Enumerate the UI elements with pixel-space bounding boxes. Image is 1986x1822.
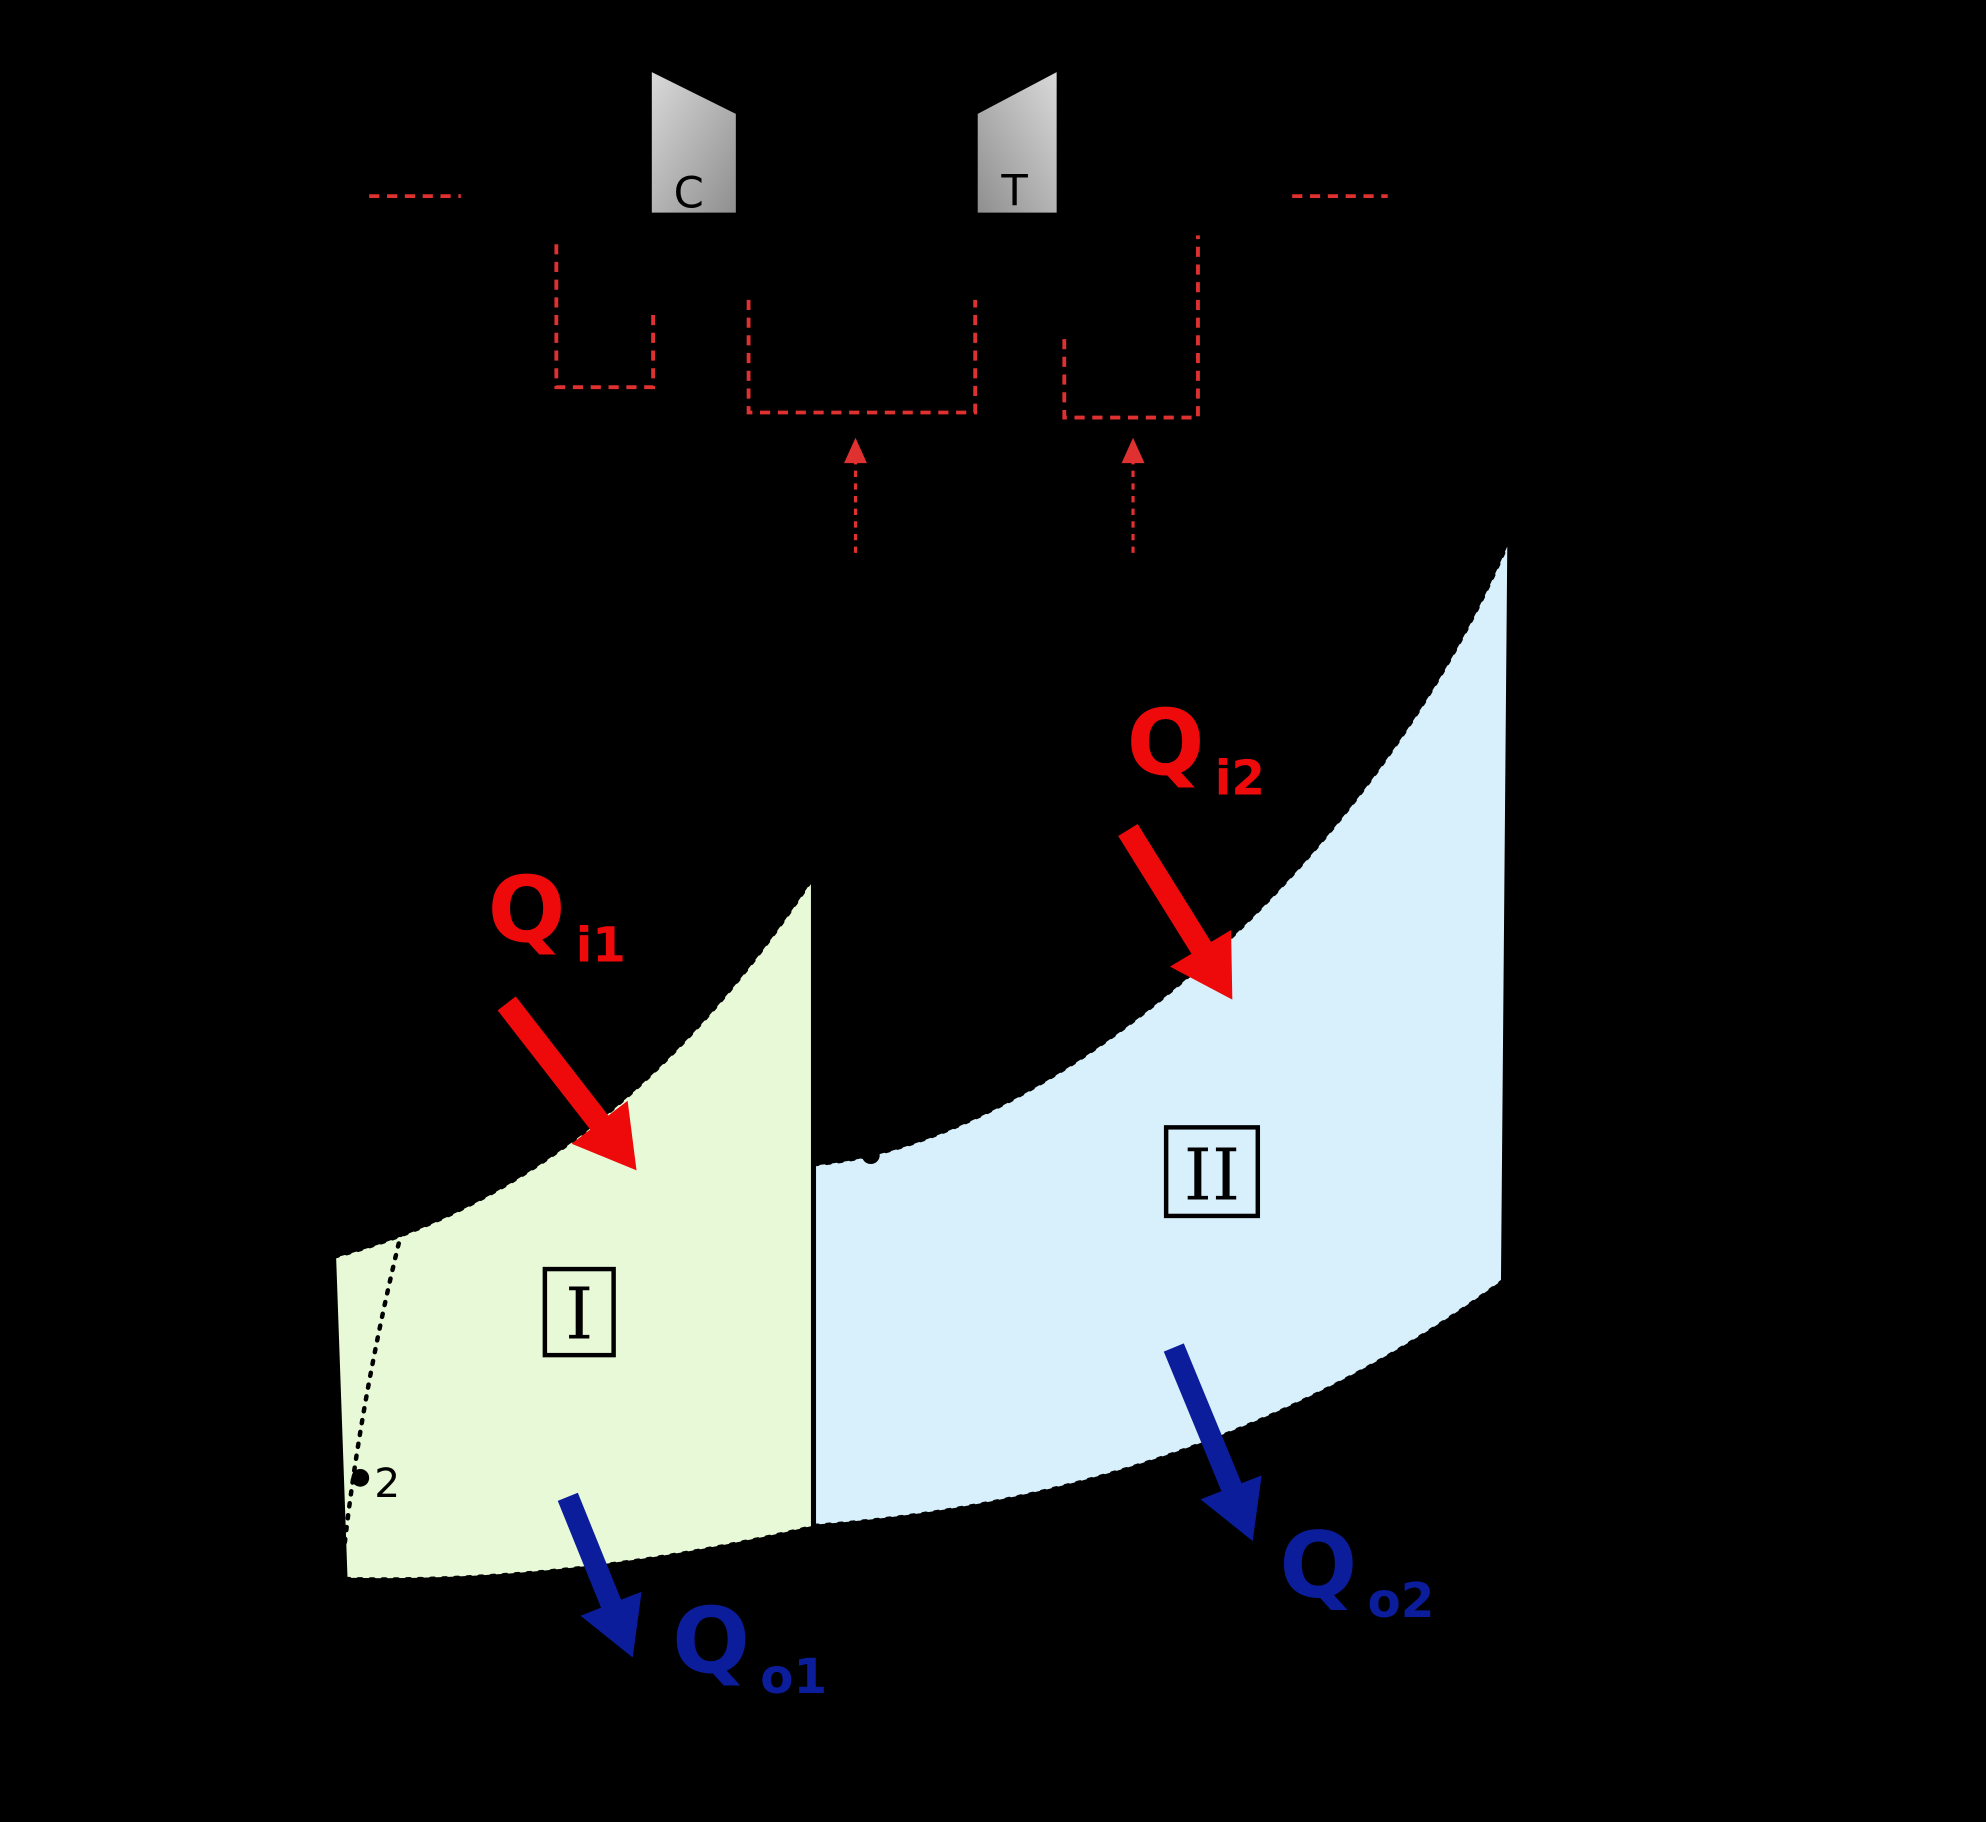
dotted-isobar-bottom-2 xyxy=(812,1279,1505,1529)
compressor-shape xyxy=(651,72,736,213)
heat-out-1-arrow xyxy=(557,1492,642,1658)
state-point-dot-b xyxy=(861,1146,880,1165)
arrowhead-up-1 xyxy=(844,437,867,464)
state-point-dot-2 xyxy=(351,1468,370,1487)
arrowhead-up-2 xyxy=(1121,437,1145,464)
heat-input-arrow-2-schematic xyxy=(1121,437,1145,553)
region-2-badge-box xyxy=(1163,1125,1261,1219)
turbine-shape xyxy=(977,72,1057,213)
region-1-badge: I xyxy=(542,1266,616,1358)
state-point-dot-a xyxy=(398,1199,417,1218)
dotted-process-line xyxy=(338,1206,410,1581)
heat-in-1-arrow xyxy=(497,996,637,1171)
heat-out-2-arrowhead xyxy=(1200,1475,1262,1542)
turbine-label: T xyxy=(1000,166,1028,216)
heat-input-arrow-1-schematic xyxy=(844,437,867,553)
region-2-badge-label: II xyxy=(1184,1134,1240,1217)
heat-in-2-arrowhead xyxy=(1169,929,1233,1000)
heat-out-2-arrow xyxy=(1163,1343,1262,1542)
heat-in-1-arrowhead xyxy=(571,1100,637,1171)
region-1-badge-label: I xyxy=(565,1273,593,1356)
dashed-duct-combustor-1 xyxy=(746,299,978,415)
region-1-badge-box xyxy=(542,1266,616,1358)
plant-schematic: C T xyxy=(369,72,1388,553)
dotted-isobar-bottom-1 xyxy=(344,1524,815,1582)
dashed-duct-intercooler xyxy=(554,244,655,390)
heat-out-1-arrowhead xyxy=(580,1591,642,1658)
region-2-badge: II xyxy=(1163,1125,1261,1219)
compressor-label: C xyxy=(674,169,704,219)
dashed-duct-combustor-2 xyxy=(1062,235,1200,420)
state-point-2-label: 2 xyxy=(374,1459,400,1507)
heat-in-2-arrow xyxy=(1118,824,1233,1000)
